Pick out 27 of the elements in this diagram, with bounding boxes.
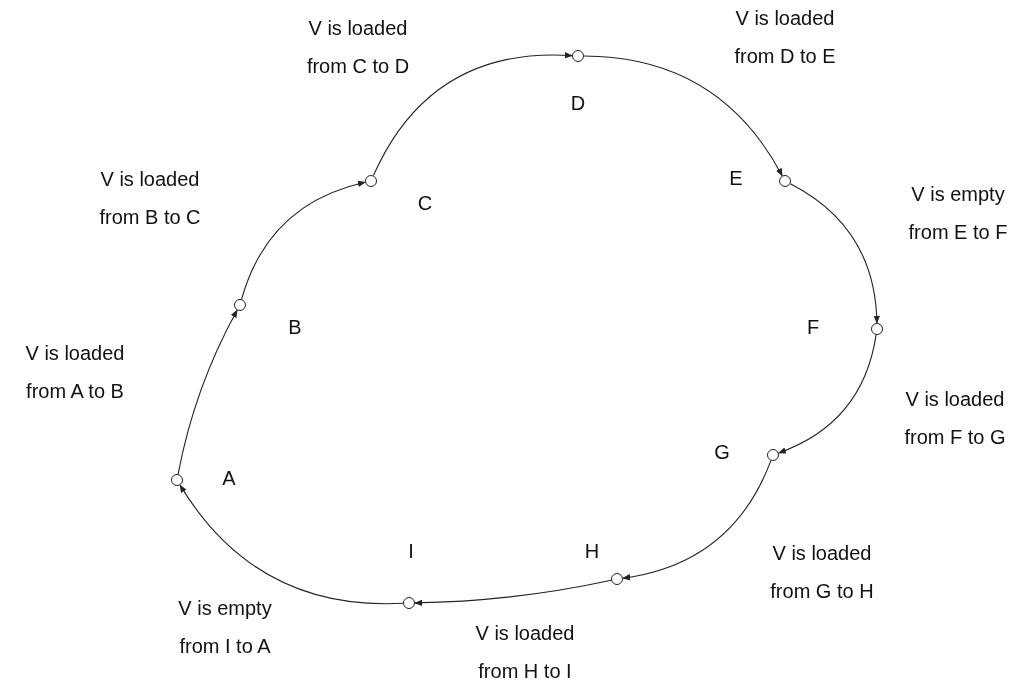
station-letter: C — [417, 191, 433, 215]
station-letter: B — [288, 315, 302, 339]
station-letter: H — [584, 539, 600, 563]
station-letter: F — [806, 315, 820, 339]
arrow — [622, 460, 772, 581]
station-letter: I — [408, 539, 414, 563]
arrow — [179, 484, 404, 605]
station-circle — [171, 474, 183, 486]
station-circle — [572, 50, 584, 62]
station-letter: D — [570, 91, 586, 115]
station-circle — [611, 573, 623, 585]
arrow — [372, 52, 573, 177]
station-circle — [365, 175, 377, 187]
station-letter: G — [714, 440, 730, 464]
arrow — [177, 309, 238, 475]
station-circle — [779, 175, 791, 187]
station-circle — [767, 449, 779, 461]
station-circle — [871, 323, 883, 335]
arrow — [777, 334, 877, 454]
station-circle — [234, 299, 246, 311]
station-circle — [403, 597, 415, 609]
station-letter: A — [222, 466, 236, 490]
station-letter: E — [729, 166, 743, 190]
arrow — [241, 181, 366, 300]
arrow — [789, 183, 880, 324]
arrow — [414, 579, 612, 606]
arrow — [583, 55, 783, 177]
